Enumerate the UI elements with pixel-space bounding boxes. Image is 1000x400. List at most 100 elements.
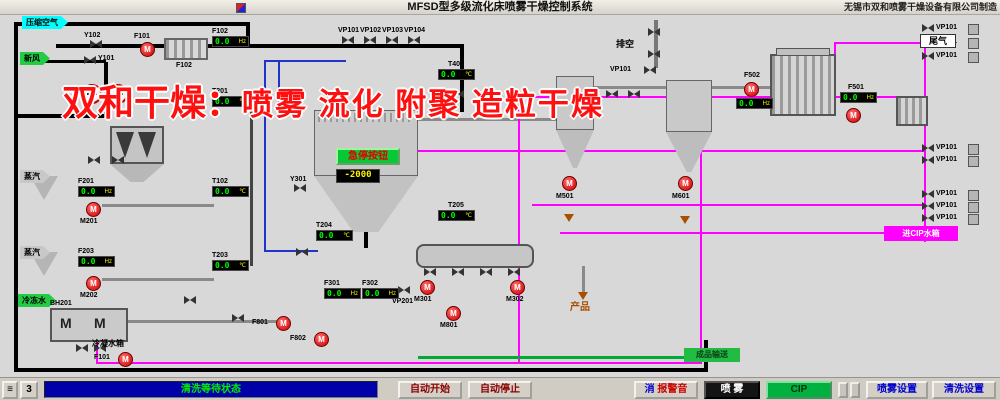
pump[interactable]: M <box>420 280 435 295</box>
cyclone-valve[interactable] <box>606 90 618 98</box>
spray-button[interactable]: 喷 雾 <box>704 381 760 399</box>
pump[interactable]: M <box>86 276 101 291</box>
valve-label: VP101 <box>936 52 958 59</box>
pump-label: M601 <box>672 193 690 200</box>
valve-label: VP101 <box>610 66 632 73</box>
mixer-icon: M <box>60 315 72 331</box>
page-number-button[interactable]: 3 <box>20 381 38 399</box>
display-value: 0.0 <box>843 93 858 102</box>
pump-m-glyph: M <box>90 205 97 214</box>
air-line-blue <box>264 250 318 252</box>
tower-pressure-display: -2000 <box>336 169 380 183</box>
valve-VP104[interactable] <box>408 36 420 44</box>
damper-icon <box>968 38 979 49</box>
valve-Y301[interactable] <box>294 184 306 192</box>
display-value: 0.0 <box>81 257 96 266</box>
pump-label: F801 <box>252 319 268 326</box>
filter-hopper <box>110 164 164 182</box>
display-unit: ℃ <box>239 99 246 105</box>
pump[interactable]: M <box>140 42 155 57</box>
pump[interactable]: M <box>314 332 329 347</box>
right-valve[interactable] <box>922 144 934 152</box>
pump[interactable]: M <box>744 82 759 97</box>
valve-VP103[interactable] <box>386 36 398 44</box>
air-heater <box>164 38 208 60</box>
cip-line <box>924 42 926 242</box>
tank-valve[interactable] <box>76 344 88 352</box>
valve-label: VP101 <box>936 190 958 197</box>
valve-Y101[interactable] <box>84 56 96 64</box>
silence-prefix: 消 <box>644 384 655 395</box>
process-valve[interactable] <box>184 296 196 304</box>
pipe-black <box>104 62 108 116</box>
display-value: 0.0 <box>215 37 230 46</box>
valve-VP201[interactable] <box>398 286 410 294</box>
pump-label: M302 <box>506 296 524 303</box>
clean-settings-button[interactable]: 清洗设置 <box>932 381 996 399</box>
auto-start-button[interactable]: 自动开始 <box>398 381 462 399</box>
right-valve[interactable] <box>922 52 934 60</box>
page-number: 3 <box>26 384 32 395</box>
inlet-compressed-air: 压缩空气 <box>22 16 68 29</box>
valve-VP101[interactable] <box>342 36 354 44</box>
valve-label: VP101 <box>936 202 958 209</box>
pump[interactable]: M <box>510 280 525 295</box>
damper-icon <box>968 52 979 63</box>
display-value: 0.0 <box>215 261 230 270</box>
right-valve[interactable] <box>922 190 934 198</box>
auto-stop-button[interactable]: 自动停止 <box>468 381 532 399</box>
discharge-arrow-icon <box>680 216 690 224</box>
fluidbed-valve[interactable] <box>508 268 520 276</box>
pump[interactable]: M <box>562 176 577 191</box>
right-valve[interactable] <box>922 202 934 210</box>
valve-Y102[interactable] <box>90 40 102 48</box>
right-valve[interactable] <box>922 156 934 164</box>
display-unit: Hz <box>762 100 770 107</box>
app-icon <box>236 3 246 13</box>
process-valve[interactable] <box>296 248 308 256</box>
tank-valve[interactable] <box>94 344 106 352</box>
pump-m-glyph: M <box>514 283 521 292</box>
process-valve[interactable] <box>232 314 244 322</box>
display-label: F203 <box>78 248 94 255</box>
pump[interactable]: M <box>86 202 101 217</box>
spray-settings-button[interactable]: 喷雾设置 <box>866 381 928 399</box>
cip-line <box>836 42 924 44</box>
pipe-gray <box>582 266 585 296</box>
valve-VP102[interactable] <box>364 36 376 44</box>
fluidbed-valve[interactable] <box>452 268 464 276</box>
silence-alarm-button[interactable]: 消 报警音 <box>634 381 698 399</box>
vent-vp-valve[interactable] <box>644 66 656 74</box>
pump[interactable]: M <box>276 316 291 331</box>
pump-label: M301 <box>414 296 432 303</box>
air-line-blue <box>278 60 280 114</box>
fluidbed-valve[interactable] <box>424 268 436 276</box>
vent-valve[interactable] <box>648 28 660 36</box>
pump[interactable]: M <box>118 352 133 367</box>
air-line-blue <box>264 60 346 62</box>
pump[interactable]: M <box>446 306 461 321</box>
pump-m-glyph: M <box>850 111 857 120</box>
pump[interactable]: M <box>678 176 693 191</box>
pump-m-glyph: M <box>280 319 287 328</box>
numeric-display: 0.0 ℃ <box>212 260 249 271</box>
emergency-stop-button[interactable]: 急停按钮 <box>336 148 400 165</box>
cyclone-valve[interactable] <box>628 90 640 98</box>
display-unit: ℃ <box>239 263 246 269</box>
pipe-black <box>364 230 368 248</box>
display-unit: ℃ <box>465 213 472 219</box>
process-valve[interactable] <box>88 156 100 164</box>
menu-button[interactable]: ≡ <box>2 381 18 399</box>
vent-valve[interactable] <box>648 50 660 58</box>
valve-T401[interactable] <box>452 90 464 98</box>
right-valve[interactable] <box>922 24 934 32</box>
pump[interactable]: M <box>846 108 861 123</box>
cip-button[interactable]: CIP <box>766 381 832 399</box>
right-valve[interactable] <box>922 214 934 222</box>
fluidbed-valve[interactable] <box>480 268 492 276</box>
process-valve[interactable] <box>112 156 124 164</box>
valve-label: VP101 <box>936 24 958 31</box>
